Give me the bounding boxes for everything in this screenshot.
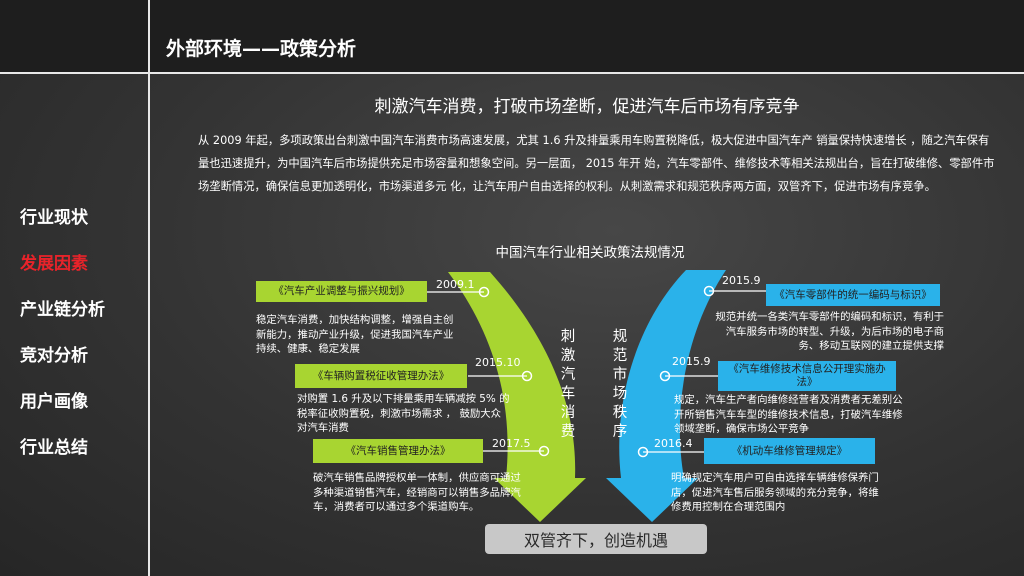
policy-law-badge: 《车辆购置税征收管理办法》 <box>295 364 467 388</box>
timeline-node <box>659 370 671 382</box>
policy-chart-title: 中国汽车行业相关政策法规情况 <box>495 245 685 261</box>
policy-description: 破汽车销售品牌授权单一体制，供应商可通过多种渠道销售汽车，经销商可以销售多品牌汽… <box>313 472 521 513</box>
timeline-node <box>478 286 490 298</box>
header-divider <box>0 72 1024 74</box>
policy-year: 2009.1 <box>436 278 475 291</box>
green-curved-arrow <box>448 272 586 522</box>
policy-year: 2015.9 <box>672 355 711 368</box>
right-arrow-label: 规范市场秩序 <box>612 329 628 440</box>
sidebar-item-industry-status[interactable]: 行业现状 <box>20 208 88 228</box>
timeline-node <box>538 445 550 457</box>
policy-year: 2015.9 <box>722 274 761 287</box>
policy-law-badge: 《汽车销售管理办法》 <box>313 439 483 463</box>
policy-law-badge: 《汽车产业调整与振兴规划》 <box>256 281 427 302</box>
page-title: 外部环境——政策分析 <box>166 38 357 60</box>
sidebar-item-user-profile[interactable]: 用户画像 <box>20 392 88 412</box>
policy-description: 规定，汽车生产者向维修经营者及消费者无差别公开所销售汽车车型的维修技术信息，打破… <box>674 394 903 435</box>
policy-year: 2015.10 <box>475 356 521 369</box>
sidebar-item-industry-chain[interactable]: 产业链分析 <box>20 300 105 320</box>
policy-year: 2016.4 <box>654 437 693 450</box>
timeline-node <box>521 370 533 382</box>
header-bar <box>0 0 1024 72</box>
sidebar-item-competitor-analysis[interactable]: 竞对分析 <box>20 346 88 366</box>
timeline-node <box>703 285 715 297</box>
policy-description: 稳定汽车消费，加快结构调整，增强自主创新能力，推动产业升级，促进我国汽车产业持续… <box>256 314 454 355</box>
policy-year: 2017.5 <box>492 437 531 450</box>
policy-law-badge: 《汽车维修技术信息公开理实施办法》 <box>718 361 896 391</box>
left-arrow-label: 刺激汽车消费 <box>560 329 576 440</box>
intro-paragraph: 从 2009 年起，多项政策出台刺激中国汽车消费市场高速发展，尤其 1.6 升及… <box>198 134 995 193</box>
conclusion-banner: 双管齐下，创造机遇 <box>485 524 707 554</box>
timeline-node <box>637 446 649 458</box>
sidebar-item-industry-summary[interactable]: 行业总结 <box>20 438 88 458</box>
blue-curved-arrow <box>606 270 726 522</box>
policy-law-badge: 《机动车维修管理规定》 <box>704 438 875 464</box>
policy-law-badge: 《汽车零部件的统一编码与标识》 <box>766 284 940 306</box>
policy-description: 对购置 1.6 升及以下排量乘用车辆减按 5% 的税率征收购置税，刺激市场需求 … <box>297 393 510 434</box>
section-heading: 刺激汽车消费，打破市场垄断，促进汽车后市场有序竞争 <box>374 97 800 117</box>
sidebar-divider <box>148 0 150 576</box>
policy-description: 明确规定汽车用户可自由选择车辆维修保养门店，促进汽车售后服务领域的充分竞争，将维… <box>671 472 879 513</box>
policy-description: 规范并统一各类汽车零部件的编码和标识，有利于汽车服务市场的转型、升级，为后市场的… <box>715 311 944 352</box>
sidebar-item-development-factors[interactable]: 发展因素 <box>20 254 88 274</box>
